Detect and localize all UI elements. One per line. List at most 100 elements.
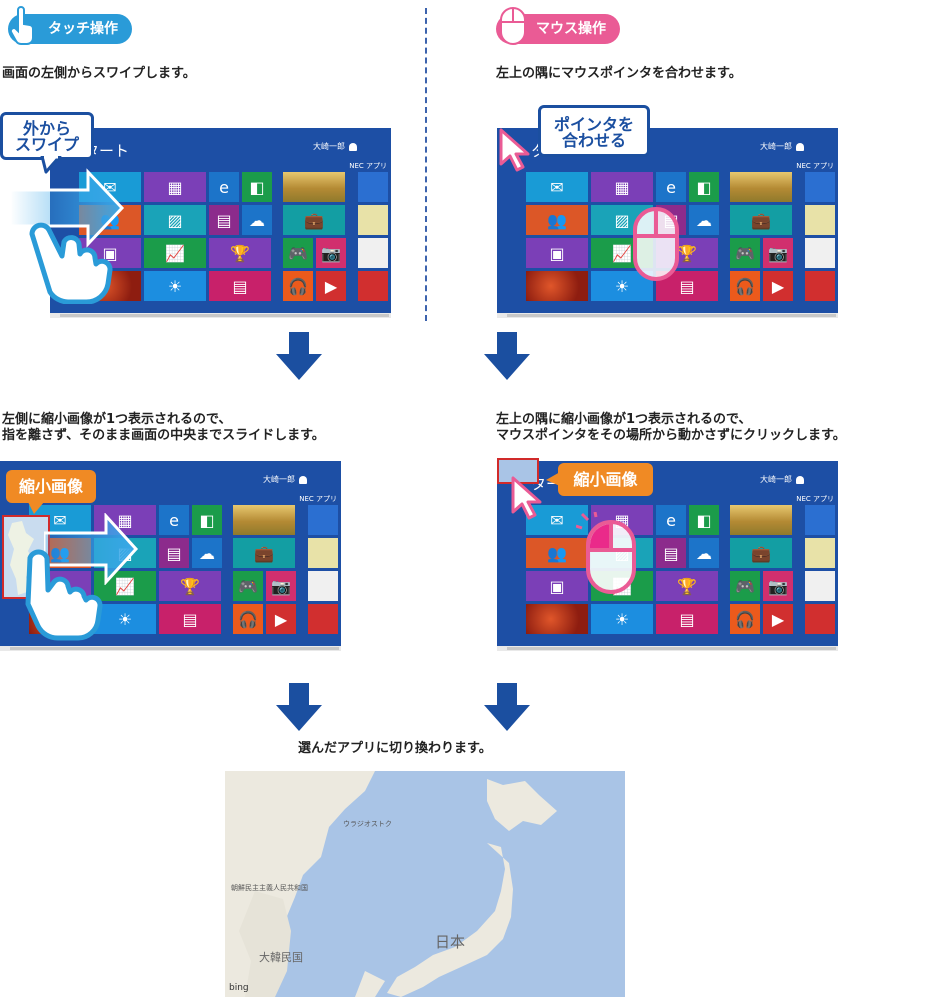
music-tile[interactable]: 🎧 bbox=[233, 604, 263, 634]
horizontal-scrollbar[interactable] bbox=[50, 313, 391, 318]
news-tile[interactable]: ▤ bbox=[209, 271, 271, 301]
games-tile[interactable]: 🎮 bbox=[233, 571, 263, 601]
nec-app-tile[interactable] bbox=[805, 271, 835, 301]
user-account[interactable]: 大崎一郎 bbox=[760, 474, 804, 485]
nec-app-tile[interactable] bbox=[805, 571, 835, 601]
column-divider bbox=[425, 8, 427, 321]
maps-tile[interactable]: ▤ bbox=[159, 538, 189, 568]
music-tile[interactable]: 🎧 bbox=[730, 271, 760, 301]
store-tile[interactable]: ◧ bbox=[689, 172, 719, 202]
games-tile[interactable]: 🎮 bbox=[283, 238, 313, 268]
mail-tile[interactable]: ✉ bbox=[526, 505, 588, 535]
store-tile[interactable]: ◧ bbox=[689, 505, 719, 535]
ie-tile[interactable]: e bbox=[656, 172, 686, 202]
nec-app-tile[interactable] bbox=[308, 571, 338, 601]
nec-app-tile[interactable] bbox=[358, 271, 388, 301]
swipe-callout-line1: 外から bbox=[22, 119, 71, 138]
ie-tile[interactable]: e bbox=[159, 505, 189, 535]
nec-app-tile[interactable] bbox=[358, 238, 388, 268]
finance-tile[interactable]: 📈 bbox=[94, 571, 156, 601]
video-tile[interactable]: ▶ bbox=[316, 271, 346, 301]
camera-tile[interactable]: 📷 bbox=[763, 571, 793, 601]
scrollbar-thumb[interactable] bbox=[507, 647, 836, 650]
news-tile[interactable]: ▤ bbox=[656, 604, 718, 634]
photo-landscape-tile[interactable] bbox=[283, 172, 345, 202]
down-arrow-icon bbox=[276, 332, 322, 380]
nec-app-tile[interactable] bbox=[308, 604, 338, 634]
camera-tile[interactable]: 📷 bbox=[763, 238, 793, 268]
user-account[interactable]: 大崎一郎 bbox=[263, 474, 307, 485]
desktop-tile[interactable] bbox=[526, 604, 588, 634]
nec-app-tile[interactable] bbox=[358, 205, 388, 235]
scrollbar-thumb[interactable] bbox=[10, 647, 339, 650]
news-tile[interactable]: ▤ bbox=[159, 604, 221, 634]
sports-tile[interactable]: 🏆 bbox=[209, 238, 271, 268]
store-tile[interactable]: ◧ bbox=[192, 505, 222, 535]
messaging-tile[interactable]: ▣ bbox=[526, 571, 588, 601]
nec-app-tile[interactable] bbox=[805, 505, 835, 535]
ie-tile[interactable]: e bbox=[209, 172, 239, 202]
skydrive-tile[interactable]: ☁ bbox=[689, 538, 719, 568]
nec-app-tile[interactable] bbox=[805, 538, 835, 568]
maps-app-screen: 朝鮮民主主義人民共和国 日本 大韓民国 ウラジオストク bing bbox=[225, 771, 625, 997]
calendar-tile[interactable]: ▦ bbox=[591, 172, 653, 202]
photo-landscape-tile[interactable] bbox=[233, 505, 295, 535]
people-tile[interactable]: 👥 bbox=[526, 538, 588, 568]
photos-tile[interactable]: ▨ bbox=[144, 205, 206, 235]
label-tail bbox=[28, 502, 44, 514]
sports-tile[interactable]: 🏆 bbox=[656, 571, 718, 601]
calendar-tile[interactable]: ▦ bbox=[94, 505, 156, 535]
user-account[interactable]: 大崎一郎 bbox=[313, 141, 357, 152]
weather-tile[interactable]: ☀ bbox=[591, 604, 653, 634]
scrollbar-thumb[interactable] bbox=[60, 314, 389, 317]
games-tile[interactable]: 🎮 bbox=[730, 238, 760, 268]
nec-app-tile[interactable] bbox=[308, 505, 338, 535]
sports-tile[interactable]: 🏆 bbox=[159, 571, 221, 601]
touch-step2-line1: 左側に縮小画像が1つ表示されるので、 bbox=[2, 412, 232, 427]
horizontal-scrollbar[interactable] bbox=[497, 313, 838, 318]
maps-tile[interactable]: ▤ bbox=[209, 205, 239, 235]
travel-tile[interactable]: 💼 bbox=[283, 205, 345, 235]
weather-tile[interactable]: ☀ bbox=[144, 271, 206, 301]
skydrive-tile[interactable]: ☁ bbox=[689, 205, 719, 235]
travel-tile[interactable]: 💼 bbox=[730, 538, 792, 568]
nec-app-tile[interactable] bbox=[805, 604, 835, 634]
horizontal-scrollbar[interactable] bbox=[497, 646, 838, 651]
skydrive-tile[interactable]: ☁ bbox=[242, 205, 272, 235]
nec-app-tile[interactable] bbox=[358, 172, 388, 202]
calendar-tile[interactable]: ▦ bbox=[144, 172, 206, 202]
music-tile[interactable]: 🎧 bbox=[730, 604, 760, 634]
desktop-tile[interactable] bbox=[526, 271, 588, 301]
music-tile[interactable]: 🎧 bbox=[283, 271, 313, 301]
travel-tile[interactable]: 💼 bbox=[730, 205, 792, 235]
mail-tile[interactable]: ✉ bbox=[526, 172, 588, 202]
travel-tile[interactable]: 💼 bbox=[233, 538, 295, 568]
video-tile[interactable]: ▶ bbox=[763, 604, 793, 634]
nec-app-tile[interactable] bbox=[308, 538, 338, 568]
video-tile[interactable]: ▶ bbox=[266, 604, 296, 634]
messaging-tile[interactable]: ▣ bbox=[526, 238, 588, 268]
nec-app-tile[interactable] bbox=[805, 238, 835, 268]
people-tile[interactable]: 👥 bbox=[526, 205, 588, 235]
camera-tile[interactable]: 📷 bbox=[316, 238, 346, 268]
weather-tile[interactable]: ☀ bbox=[94, 604, 156, 634]
camera-tile[interactable]: 📷 bbox=[266, 571, 296, 601]
skydrive-tile[interactable]: ☁ bbox=[192, 538, 222, 568]
nec-apps-group-label: NEC アプリ bbox=[796, 495, 834, 503]
nec-app-tile[interactable] bbox=[805, 205, 835, 235]
touch-badge-label: タッチ操作 bbox=[48, 21, 118, 37]
photo-landscape-tile[interactable] bbox=[730, 172, 792, 202]
maps-tile[interactable]: ▤ bbox=[656, 538, 686, 568]
finance-tile[interactable]: 📈 bbox=[144, 238, 206, 268]
photo-landscape-tile[interactable] bbox=[730, 505, 792, 535]
scrollbar-thumb[interactable] bbox=[507, 314, 836, 317]
ie-tile[interactable]: e bbox=[656, 505, 686, 535]
video-tile[interactable]: ▶ bbox=[763, 271, 793, 301]
user-account[interactable]: 大崎一郎 bbox=[760, 141, 804, 152]
games-tile[interactable]: 🎮 bbox=[730, 571, 760, 601]
store-tile[interactable]: ◧ bbox=[242, 172, 272, 202]
horizontal-scrollbar[interactable] bbox=[0, 646, 341, 651]
mouse-badge: マウス操作 bbox=[496, 7, 620, 45]
hand-pointer-icon bbox=[9, 6, 34, 45]
nec-app-tile[interactable] bbox=[805, 172, 835, 202]
